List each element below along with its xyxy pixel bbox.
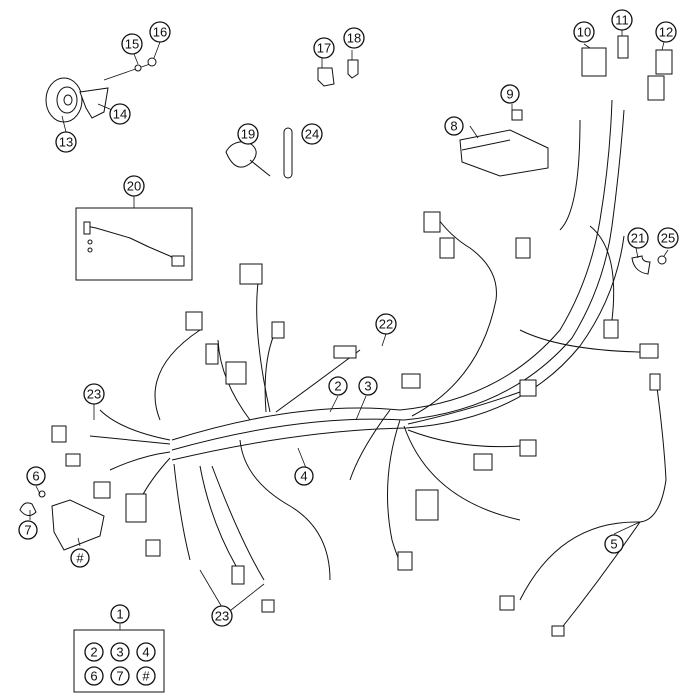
callout-16: 16 <box>149 21 171 43</box>
plug-11 <box>617 35 629 59</box>
callout-23-lower: 23 <box>211 605 233 627</box>
callout-9: 9 <box>500 84 520 104</box>
svg-text:2: 2 <box>334 379 341 394</box>
kit-legend-2: 2 <box>84 642 104 662</box>
relay-10 <box>581 47 607 77</box>
connector <box>401 373 421 389</box>
clamp-21-25 <box>631 255 667 275</box>
callout-5: 5 <box>604 534 624 554</box>
svg-text:20: 20 <box>127 179 141 194</box>
strap-24 <box>283 127 293 179</box>
kit-legend-6: 6 <box>84 666 104 686</box>
svg-text:14: 14 <box>113 107 127 122</box>
svg-text:6: 6 <box>90 669 97 684</box>
callout-8: 8 <box>444 116 464 136</box>
callout-12: 12 <box>655 21 677 43</box>
callout-15: 15 <box>121 33 143 55</box>
svg-text:#: # <box>142 669 150 684</box>
screw-25 <box>657 255 667 265</box>
svg-text:3: 3 <box>364 379 371 394</box>
callout-2: 2 <box>328 376 348 396</box>
svg-text:7: 7 <box>116 669 123 684</box>
part-20-frame <box>75 207 193 281</box>
clamp-21 <box>631 255 651 275</box>
svg-text:3: 3 <box>116 645 123 660</box>
kit-legend-3: 3 <box>110 642 130 662</box>
clip-18 <box>347 59 359 79</box>
svg-text:13: 13 <box>59 135 73 150</box>
fuse-9 <box>511 109 523 121</box>
callout-22: 22 <box>375 313 397 335</box>
callout-20: 20 <box>123 175 145 197</box>
relay-block <box>459 109 549 177</box>
svg-text:11: 11 <box>615 13 629 28</box>
callout-23-upper: 23 <box>83 383 105 405</box>
svg-text:25: 25 <box>661 231 675 246</box>
part-20-box <box>75 207 193 281</box>
cable-tie-19 <box>225 141 257 168</box>
callout-11: 11 <box>611 9 633 31</box>
callout-13: 13 <box>55 131 77 153</box>
svg-text:5: 5 <box>610 537 617 552</box>
cable-5 <box>499 373 667 637</box>
callout-24: 24 <box>301 123 323 145</box>
horn-bracket <box>79 87 109 119</box>
bracket-hash <box>51 499 105 551</box>
fuse-box-8 <box>459 129 549 177</box>
svg-text:#: # <box>76 551 84 566</box>
horn-assembly <box>45 57 157 123</box>
svg-text:15: 15 <box>125 37 139 52</box>
connector-12 <box>655 49 673 75</box>
callout-14: 14 <box>109 103 131 125</box>
callout-1: 1 <box>110 604 130 624</box>
svg-text:24: 24 <box>305 127 319 142</box>
callout-21: 21 <box>627 227 649 249</box>
callout-3: 3 <box>358 376 378 396</box>
svg-text:1: 1 <box>116 607 123 622</box>
main-harness <box>51 99 659 613</box>
callout-10: 10 <box>573 21 595 43</box>
svg-text:19: 19 <box>241 127 255 142</box>
callout-19: 19 <box>237 123 259 145</box>
svg-text:4: 4 <box>300 469 307 484</box>
svg-text:6: 6 <box>32 469 39 484</box>
clip-6 <box>19 502 37 516</box>
svg-text:10: 10 <box>577 25 591 40</box>
svg-text:16: 16 <box>153 25 167 40</box>
svg-text:21: 21 <box>631 231 645 246</box>
callout-4: 4 <box>294 466 314 486</box>
svg-text:9: 9 <box>506 87 513 102</box>
svg-text:23: 23 <box>215 609 229 624</box>
tie-and-strap <box>225 127 293 179</box>
clip-17 <box>317 67 335 87</box>
kit-legend-7: 7 <box>110 666 130 686</box>
svg-text:4: 4 <box>142 645 149 660</box>
brackets-17-18 <box>317 59 359 87</box>
svg-text:8: 8 <box>450 119 457 134</box>
connectors-10-12 <box>581 35 673 101</box>
callout-18: 18 <box>343 27 365 49</box>
callout-25: 25 <box>657 227 679 249</box>
svg-text:12: 12 <box>659 25 673 40</box>
svg-text:18: 18 <box>347 31 361 46</box>
kit-legend-hash: # <box>136 666 156 686</box>
svg-text:23: 23 <box>87 387 101 402</box>
kit-legend-4: 4 <box>136 642 156 662</box>
callout-hash: # <box>70 548 90 568</box>
svg-text:17: 17 <box>317 41 331 56</box>
callout-17: 17 <box>313 37 335 59</box>
svg-text:2: 2 <box>90 645 97 660</box>
callout-7: 7 <box>18 520 38 540</box>
svg-text:22: 22 <box>379 317 393 332</box>
callout-6: 6 <box>26 466 46 486</box>
svg-text:7: 7 <box>24 523 31 538</box>
bracket-parts <box>19 490 105 551</box>
